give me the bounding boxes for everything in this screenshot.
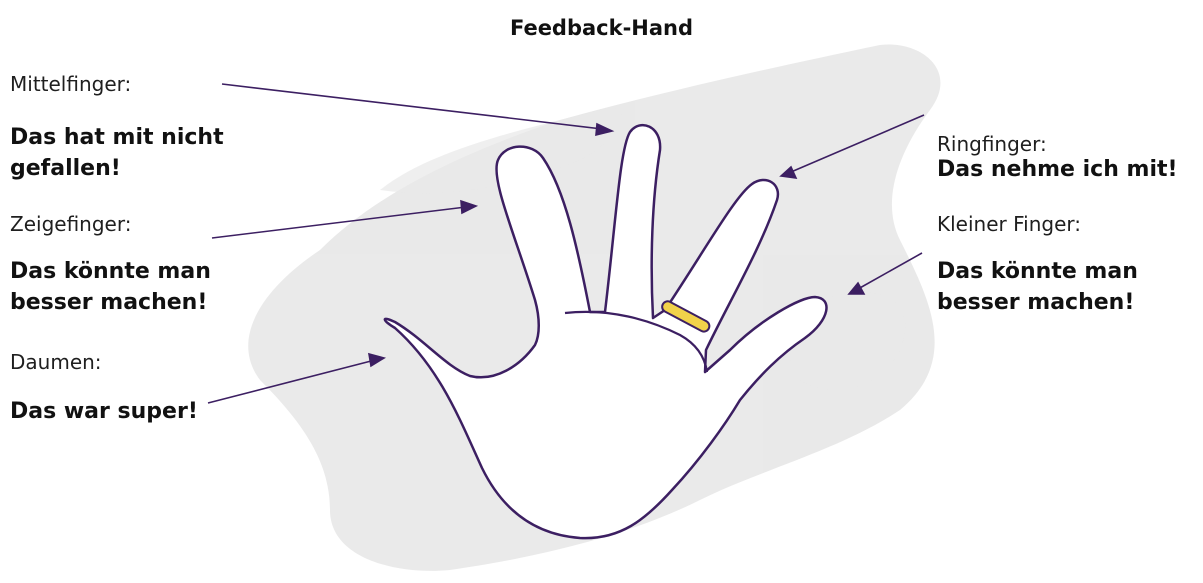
middle-finger-message: Das hat mit nicht gefallen! <box>10 122 224 184</box>
message-line: besser machen! <box>937 287 1138 318</box>
little-finger-label: Kleiner Finger: <box>937 212 1081 236</box>
little-finger-message: Das könnte man besser machen! <box>937 256 1138 318</box>
thumb-label: Daumen: <box>10 350 102 374</box>
message-line: gefallen! <box>10 153 224 184</box>
index-finger-label: Zeigefinger: <box>10 212 131 236</box>
thumb-message: Das war super! <box>10 396 198 427</box>
ring-finger-label: Ringfinger: <box>937 132 1047 156</box>
message-line: Das nehme ich mit! <box>937 154 1178 185</box>
message-line: Das hat mit nicht <box>10 122 224 153</box>
index-finger-message: Das könnte man besser machen! <box>10 256 211 318</box>
ring-finger-message: Das nehme ich mit! <box>937 154 1178 185</box>
message-line: besser machen! <box>10 287 211 318</box>
message-line: Das war super! <box>10 396 198 427</box>
middle-finger-label: Mittelfinger: <box>10 72 131 96</box>
message-line: Das könnte man <box>10 256 211 287</box>
message-line: Das könnte man <box>937 256 1138 287</box>
